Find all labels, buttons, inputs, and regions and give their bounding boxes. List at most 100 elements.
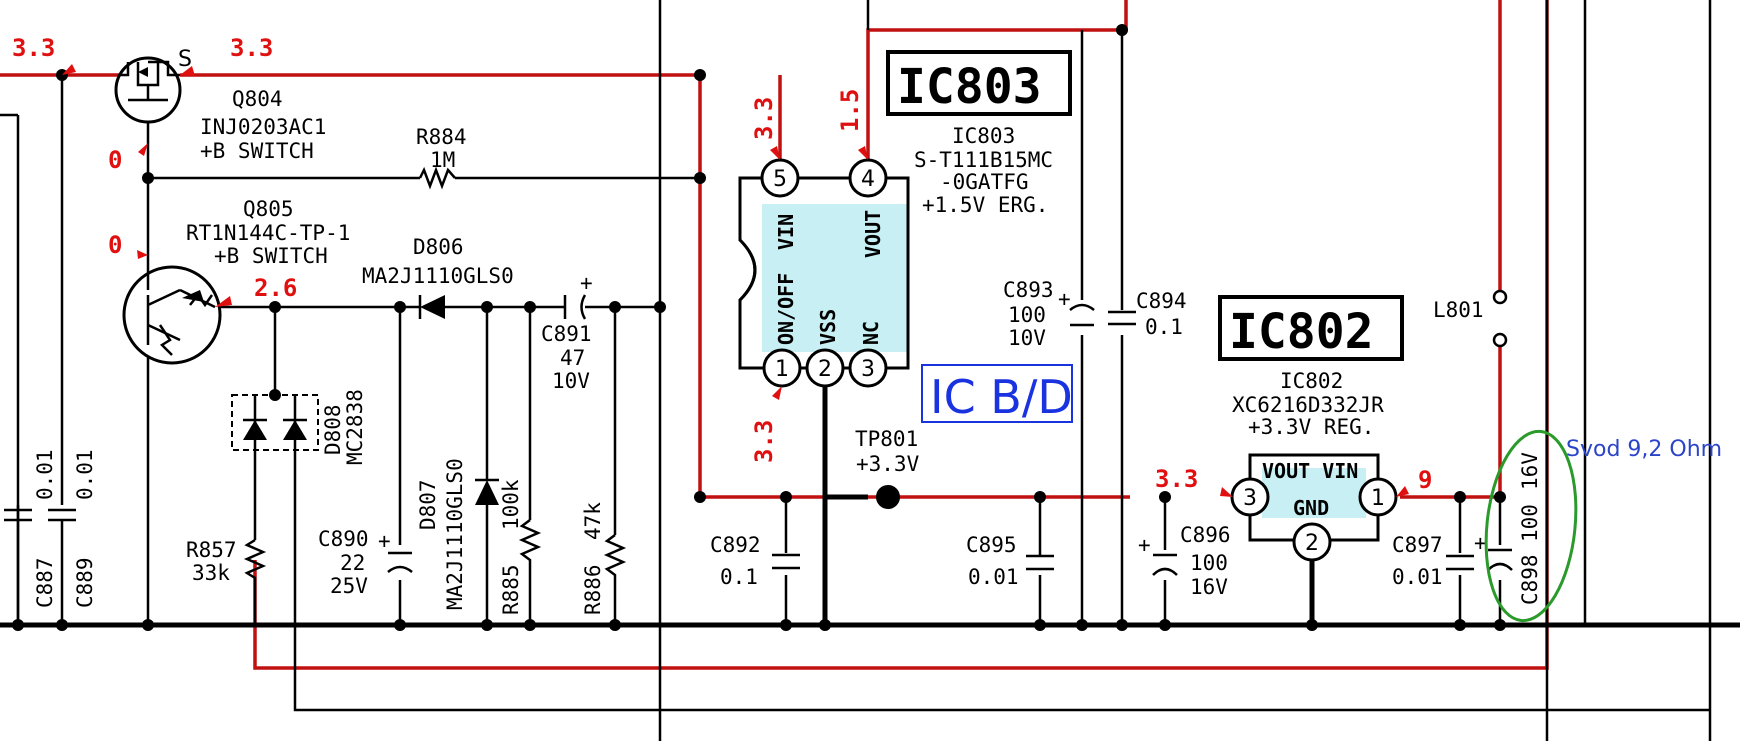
d808-diode-pair [231,394,319,451]
c889-ref: C889 [73,557,97,608]
c897-ref: C897 [1392,533,1443,557]
voltage-ic803-pin5: 3.3 [750,97,778,140]
c895-ref: C895 [966,533,1017,557]
r857-value: 33k [192,561,230,585]
c891-value: 47 [560,346,585,370]
ic-bd-box [921,364,1073,423]
c896-ref: C896 [1180,523,1231,547]
d806-diode [418,295,445,319]
tp801-test-point [876,485,900,509]
ic803-title: IC803 [897,59,1042,115]
voltage-q804-right: 3.3 [230,34,273,62]
l801-inductor [1492,289,1508,348]
r885-resistor [518,519,542,575]
r857-resistor [243,538,267,625]
c890-capacitor: + [378,529,413,573]
svg-text:+: + [1058,287,1071,311]
ic803-pin2: 2 [818,357,832,382]
voltage-ic803-pin4: 1.5 [836,89,864,132]
ic803-vin-label: VIN [774,214,798,250]
ic802-body [1230,453,1398,562]
r886-resistor [603,534,627,580]
c891-voltage: 10V [552,369,590,393]
r884-ref: R884 [416,125,467,149]
c897-capacitor [1446,554,1474,571]
c889-value: 0.01 [73,449,97,500]
q804-transistor-symbol [114,56,182,124]
c893-voltage: 10V [1008,326,1046,350]
junction-dots [12,24,1506,631]
tp801-value: +3.3V [856,452,920,476]
r857-ref: R857 [186,538,237,562]
r886-value: 47k [581,502,605,540]
svg-text:+: + [1138,533,1151,557]
c887-ref: C887 [33,557,57,608]
ic802-pin2: 2 [1305,531,1319,556]
ic803-nc-label: NC [859,321,883,345]
q804-part: INJ0203AC1 [200,115,326,139]
c896-capacitor: + [1138,533,1178,576]
ic802-pin1: 1 [1371,486,1385,511]
ic802-title-box [1218,295,1404,361]
c892-value: 0.1 [720,565,758,589]
r885-ref: R885 [499,564,523,615]
c898-highlight-ellipse [1484,429,1578,623]
svg-text:+: + [378,529,391,553]
ic802-desc: +3.3V REG. [1248,415,1374,439]
ic803-part2: -0GATFG [940,170,1029,194]
svg-text:+: + [1474,531,1487,555]
ic802-pin3: 3 [1243,486,1257,511]
tp801-ref: TP801 [855,427,918,451]
ic803-part: S-T111B15MC [914,148,1053,172]
ic802-gnd-label: GND [1293,496,1329,520]
d807-part: MA2J1110GLS0 [443,458,467,610]
voltage-ic802-pin1: 9 [1418,466,1432,494]
svg-text:+: + [580,271,593,295]
voltage-q804-left: 3.3 [12,34,55,62]
c892-ref: C892 [710,533,761,557]
c897-value: 0.01 [1392,565,1443,589]
ic802-title: IC802 [1229,304,1374,360]
voltage-ic803-pin1: 3.3 [750,420,778,463]
ic803-title-box [886,50,1072,116]
ic803-vout-label: VOUT [861,210,885,258]
q805-ref: Q805 [243,197,294,221]
ic-bd-label: IC B/D [930,370,1073,424]
c898-ref: C898 [1518,554,1542,605]
d807-diode [475,478,499,505]
c892-capacitor [772,553,800,570]
c890-value: 22 [340,551,365,575]
q804-desc: +B SWITCH [200,139,314,163]
q805-desc: +B SWITCH [214,244,328,268]
d808-ref: D808 [321,404,345,455]
c898-capacitor: + [1474,531,1513,571]
c894-capacitor [1108,310,1136,326]
c887-capacitor [4,505,32,625]
voltage-q805-col: 2.6 [254,274,297,302]
r884-value: 1M [430,148,455,172]
c896-value: 100 [1190,551,1228,575]
c894-ref: C894 [1136,289,1187,313]
ic802-ref: IC802 [1280,369,1343,393]
ic803-pin4: 4 [861,167,875,192]
l801-ref: L801 [1433,298,1484,322]
q805-part: RT1N144C-TP-1 [186,221,350,245]
c893-capacitor: + [1058,287,1095,327]
c893-value: 100 [1008,303,1046,327]
ic803-ref: IC803 [952,124,1015,148]
ic802-vout-vin-label: VOUT VIN [1262,459,1358,483]
voltage-q805-base: 0 [108,231,122,259]
c895-value: 0.01 [968,565,1019,589]
c891-ref: C891 [541,322,592,346]
r885-value: 100k [499,479,523,530]
ic802-part: XC6216D332JR [1232,393,1384,417]
ic803-pins [760,158,888,388]
d807-ref: D807 [416,479,440,530]
c894-value: 0.1 [1145,315,1183,339]
c890-ref: C890 [318,527,369,551]
voltage-arrows [62,64,1409,497]
c895-capacitor [1026,554,1054,571]
